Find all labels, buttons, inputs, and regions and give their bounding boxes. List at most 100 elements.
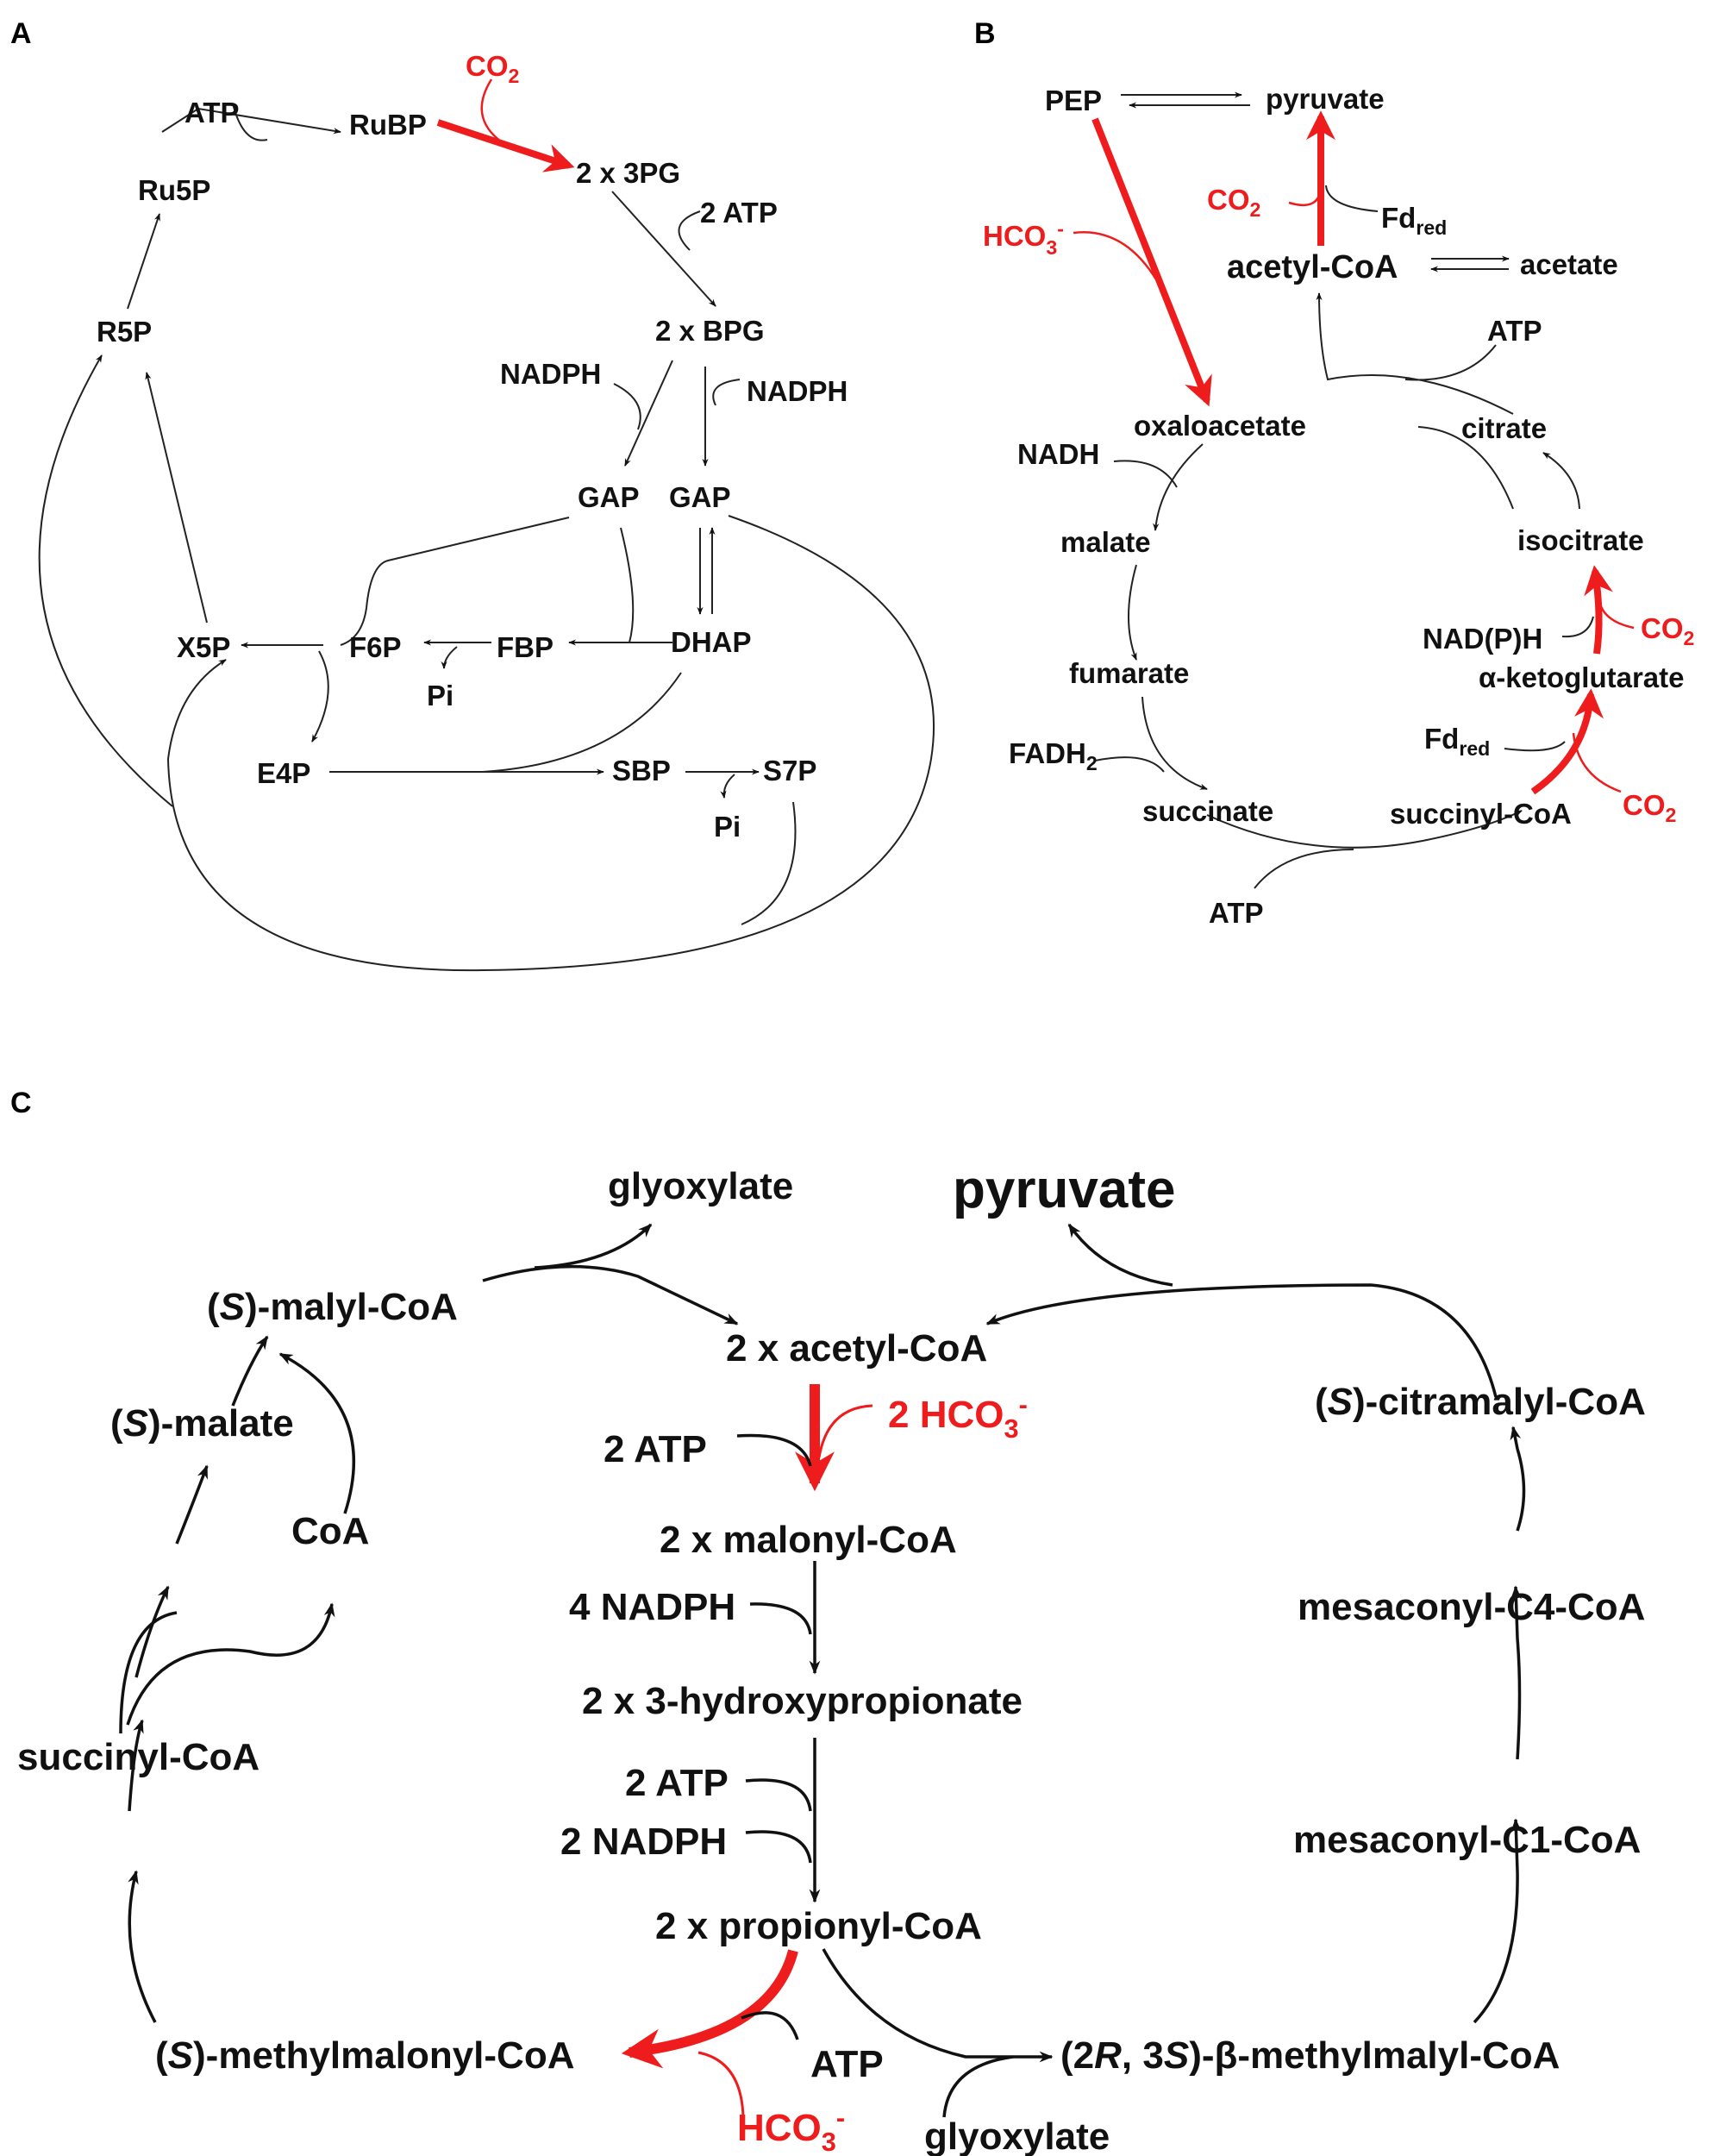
label-b-co2-succinyl: CO2 bbox=[1623, 789, 1676, 826]
label-c-coa: CoA bbox=[291, 1510, 369, 1552]
arrow-s7p-r5p bbox=[38, 354, 173, 807]
cofactor-nadph-right-curve bbox=[712, 379, 741, 406]
cofactor-nadph-left-curve bbox=[613, 383, 641, 430]
co2-input-curve bbox=[480, 78, 510, 148]
panel-letter-b: B bbox=[974, 17, 996, 50]
cofactor-fadh2-curve bbox=[1094, 756, 1165, 773]
arrow-malate-fumarate bbox=[1128, 564, 1137, 661]
arrow-succinylcoa-up2 bbox=[134, 1585, 170, 1678]
label-c-hco3-b: HCO3- bbox=[737, 2103, 845, 2156]
label-a-x5p: X5P bbox=[177, 631, 230, 663]
label-c-2nadph: 2 NADPH bbox=[560, 1821, 727, 1863]
panel-c: C glyoxylate pyruvate (S)-malyl-CoA bbox=[10, 1087, 1646, 2156]
cofactor-atp-curve-b bbox=[1404, 344, 1497, 381]
arrow-x5p-r5p bbox=[145, 372, 208, 624]
curve-dhap-sbp bbox=[482, 672, 682, 773]
label-a-co2: CO2 bbox=[466, 50, 519, 87]
arrow-methylmalyl-mesaconylc1 bbox=[1473, 1818, 1522, 2024]
cofactor-2atp2-curve bbox=[745, 1778, 812, 1812]
label-c-succinyl-coa: succinyl-CoA bbox=[17, 1736, 260, 1778]
label-b-fd: Fdred bbox=[1381, 202, 1447, 239]
curve-succinylcoa-up bbox=[119, 1611, 178, 1734]
arrow-malylcoa-acetylcoa bbox=[482, 1264, 739, 1326]
cofactor-atp3-curve bbox=[741, 2011, 799, 2040]
label-a-sbp: SBP bbox=[612, 755, 671, 787]
hco3-input-curve bbox=[1073, 231, 1166, 294]
arrow-malate-malylcoa bbox=[231, 1335, 269, 1407]
label-b-pep: PEP bbox=[1045, 85, 1102, 116]
curve-gap-x5p bbox=[340, 517, 570, 646]
label-b-malate: malate bbox=[1060, 526, 1151, 558]
cofactor-4nadph-curve bbox=[749, 1602, 812, 1635]
label-b-citrate: citrate bbox=[1461, 412, 1547, 444]
arrow-propionylcoa-methylmalonylcoa bbox=[621, 1949, 798, 2069]
label-b-acetyl-coa: acetyl-CoA bbox=[1227, 249, 1398, 285]
panel-b: B PEP pyruvate CO2 Fdred HCO3- ace bbox=[974, 17, 1694, 929]
label-a-fbp: FBP bbox=[497, 631, 554, 663]
label-a-nadph-left: NADPH bbox=[500, 358, 601, 390]
arrow-pep-oxaloacetate bbox=[1091, 117, 1212, 407]
label-c-hydroxypropionate: 2 x 3-hydroxypropionate bbox=[582, 1680, 1023, 1722]
label-a-bpg: 2 x BPG bbox=[655, 315, 765, 347]
label-c-2atp-b: 2 ATP bbox=[625, 1762, 729, 1804]
arrow-coa-malylcoa bbox=[278, 1352, 356, 1514]
arrow-succinylcoa-coa bbox=[126, 1602, 335, 1726]
cofactor-atp2-curve bbox=[1254, 849, 1354, 889]
cofactor-glyoxylate-curve bbox=[942, 2055, 1014, 2118]
label-b-succinate: succinate bbox=[1142, 795, 1273, 827]
cofactor-fd2-curve bbox=[1504, 741, 1566, 752]
arrow-fumarate-succinate bbox=[1141, 696, 1208, 790]
cofactor-nadph-curve-b bbox=[1561, 616, 1594, 638]
hco3-input-curve-c bbox=[817, 1404, 873, 1458]
arrow-mesaconylc1-mesaconylc4 bbox=[1510, 1585, 1522, 1760]
arrow-ru5p-rubp bbox=[161, 107, 341, 135]
co2-input-curve-akg bbox=[1598, 599, 1635, 630]
label-b-pyruvate: pyruvate bbox=[1266, 83, 1385, 115]
label-c-methylmalonyl-coa: (S)-methylmalonyl-CoA bbox=[155, 2034, 575, 2077]
arrow-mesaconylc4-citramalyl bbox=[1510, 1426, 1526, 1532]
label-c-4nadph: 4 NADPH bbox=[569, 1586, 735, 1628]
co2-input-curve-b bbox=[1288, 189, 1323, 207]
label-a-gap2: GAP bbox=[669, 481, 731, 513]
label-b-acetate: acetate bbox=[1520, 248, 1618, 280]
arrow-methylmalonyl-succinylcoa bbox=[128, 1870, 157, 2023]
label-a-pi2: Pi bbox=[714, 811, 741, 843]
label-c-malate: (S)-malate bbox=[110, 1402, 294, 1445]
label-a-gap1: GAP bbox=[578, 481, 640, 513]
label-a-ru5p: Ru5P bbox=[138, 174, 210, 206]
label-b-atp2: ATP bbox=[1209, 897, 1264, 929]
cofactor-2nadph-curve bbox=[745, 1830, 812, 1864]
label-a-2atp: 2 ATP bbox=[700, 197, 778, 229]
label-a-dhap: DHAP bbox=[671, 626, 752, 658]
label-b-hco3: HCO3- bbox=[983, 217, 1064, 259]
label-b-nadh: NADH bbox=[1017, 438, 1099, 470]
label-c-propionyl-coa: 2 x propionyl-CoA bbox=[655, 1905, 982, 1947]
arrow-citrate-acetylcoa bbox=[1316, 292, 1514, 415]
label-a-rubp: RuBP bbox=[349, 109, 427, 141]
arrow-r5p-ru5p bbox=[127, 213, 160, 310]
label-a-3pg: 2 x 3PG bbox=[576, 157, 680, 189]
panel-letter-a: A bbox=[10, 17, 32, 50]
arrow-3pg-bpg bbox=[611, 191, 716, 307]
arrow-oxaloacetate-malate bbox=[1153, 443, 1204, 531]
label-a-e4p: E4P bbox=[257, 757, 310, 789]
arrow-akg-isocitrate bbox=[1584, 565, 1613, 655]
label-a-nadph-right: NADPH bbox=[747, 375, 847, 407]
cofactor-fd-curve bbox=[1325, 185, 1379, 212]
label-c-hco3: 2 HCO3- bbox=[888, 1389, 1028, 1444]
label-c-glyoxylate-bottom: glyoxylate bbox=[924, 2115, 1110, 2156]
curve-s7p-loop bbox=[741, 801, 797, 925]
label-b-succinyl-coa: succinyl-CoA bbox=[1390, 798, 1572, 830]
co2-input-curve-succ bbox=[1572, 732, 1622, 793]
label-b-akg: α-ketoglutarate bbox=[1479, 661, 1685, 693]
label-b-fd2: Fdred bbox=[1424, 723, 1490, 760]
arrow-succinylcoa-up1 bbox=[128, 1719, 144, 1812]
panel-a: A CO2 ATP RuBP 2 x 3PG 2 ATP bbox=[10, 17, 935, 972]
arrow-fbp-pi bbox=[441, 646, 458, 669]
label-c-citramalyl-coa: (S)-citramalyl-CoA bbox=[1315, 1381, 1646, 1423]
label-c-acetyl-coa: 2 x acetyl-CoA bbox=[726, 1327, 987, 1369]
label-b-nadph: NAD(P)H bbox=[1423, 623, 1542, 655]
arrow-succinate-succinylcoa bbox=[1206, 810, 1523, 849]
arrow-malylcoa-glyoxylate bbox=[534, 1223, 653, 1269]
label-c-2atp: 2 ATP bbox=[604, 1428, 707, 1470]
